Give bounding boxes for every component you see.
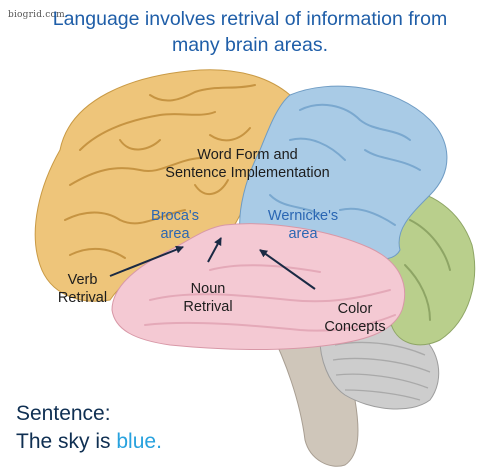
parietal-lobe bbox=[239, 85, 448, 260]
title-line-2: many brain areas. bbox=[171, 34, 329, 56]
temporal-lobe bbox=[111, 223, 406, 351]
temporal-gyri bbox=[144, 264, 396, 332]
noun-label-line-1: Noun bbox=[190, 281, 226, 297]
cerebellum-folds bbox=[332, 341, 431, 401]
color-label-line-2: Concepts bbox=[324, 319, 386, 335]
verb-arrow bbox=[109, 245, 184, 277]
color-arrow bbox=[259, 249, 316, 290]
sentence-line-1: Sentence: bbox=[16, 402, 111, 425]
broca-area-label: Broca's area bbox=[135, 207, 215, 243]
page-title: Language involves retrival of informatio… bbox=[0, 6, 500, 58]
sentence-line-2: The sky is blue. bbox=[16, 428, 162, 456]
occipital-gyri bbox=[404, 219, 451, 321]
sentence-prefix: The sky is bbox=[16, 430, 111, 453]
verb-retrival-label: Verb Retrival bbox=[45, 271, 120, 307]
wernicke-label-line-1: Wernicke's bbox=[267, 208, 339, 224]
broca-label-line-1: Broca's bbox=[151, 208, 199, 224]
verb-label-line-1: Verb bbox=[67, 272, 98, 288]
noun-arrow bbox=[207, 237, 222, 263]
color-concepts-label: Color Concepts bbox=[305, 300, 405, 336]
wernicke-area-label: Wernicke's area bbox=[253, 207, 353, 243]
word-form-label-line-2: Sentence Implementation bbox=[165, 165, 330, 181]
word-form-label-line-1: Word Form and bbox=[197, 147, 298, 163]
sentence-highlight-word: blue. bbox=[116, 430, 162, 453]
noun-label-line-2: Retrival bbox=[183, 299, 233, 315]
watermark-text: biogrid.com bbox=[8, 10, 65, 20]
verb-label-line-2: Retrival bbox=[57, 290, 108, 306]
color-label-line-1: Color bbox=[337, 301, 373, 317]
parietal-gyri bbox=[269, 103, 421, 226]
example-sentence: Sentence: The sky is blue. bbox=[16, 400, 162, 456]
broca-label-line-2: area bbox=[160, 226, 190, 242]
wernicke-label-line-2: area bbox=[288, 226, 318, 242]
word-form-label: Word Form and Sentence Implementation bbox=[140, 146, 355, 182]
frontal-gyri bbox=[64, 84, 256, 259]
title-line-1: Language involves retrival of informatio… bbox=[52, 8, 448, 30]
noun-retrival-label: Noun Retrival bbox=[168, 280, 248, 316]
